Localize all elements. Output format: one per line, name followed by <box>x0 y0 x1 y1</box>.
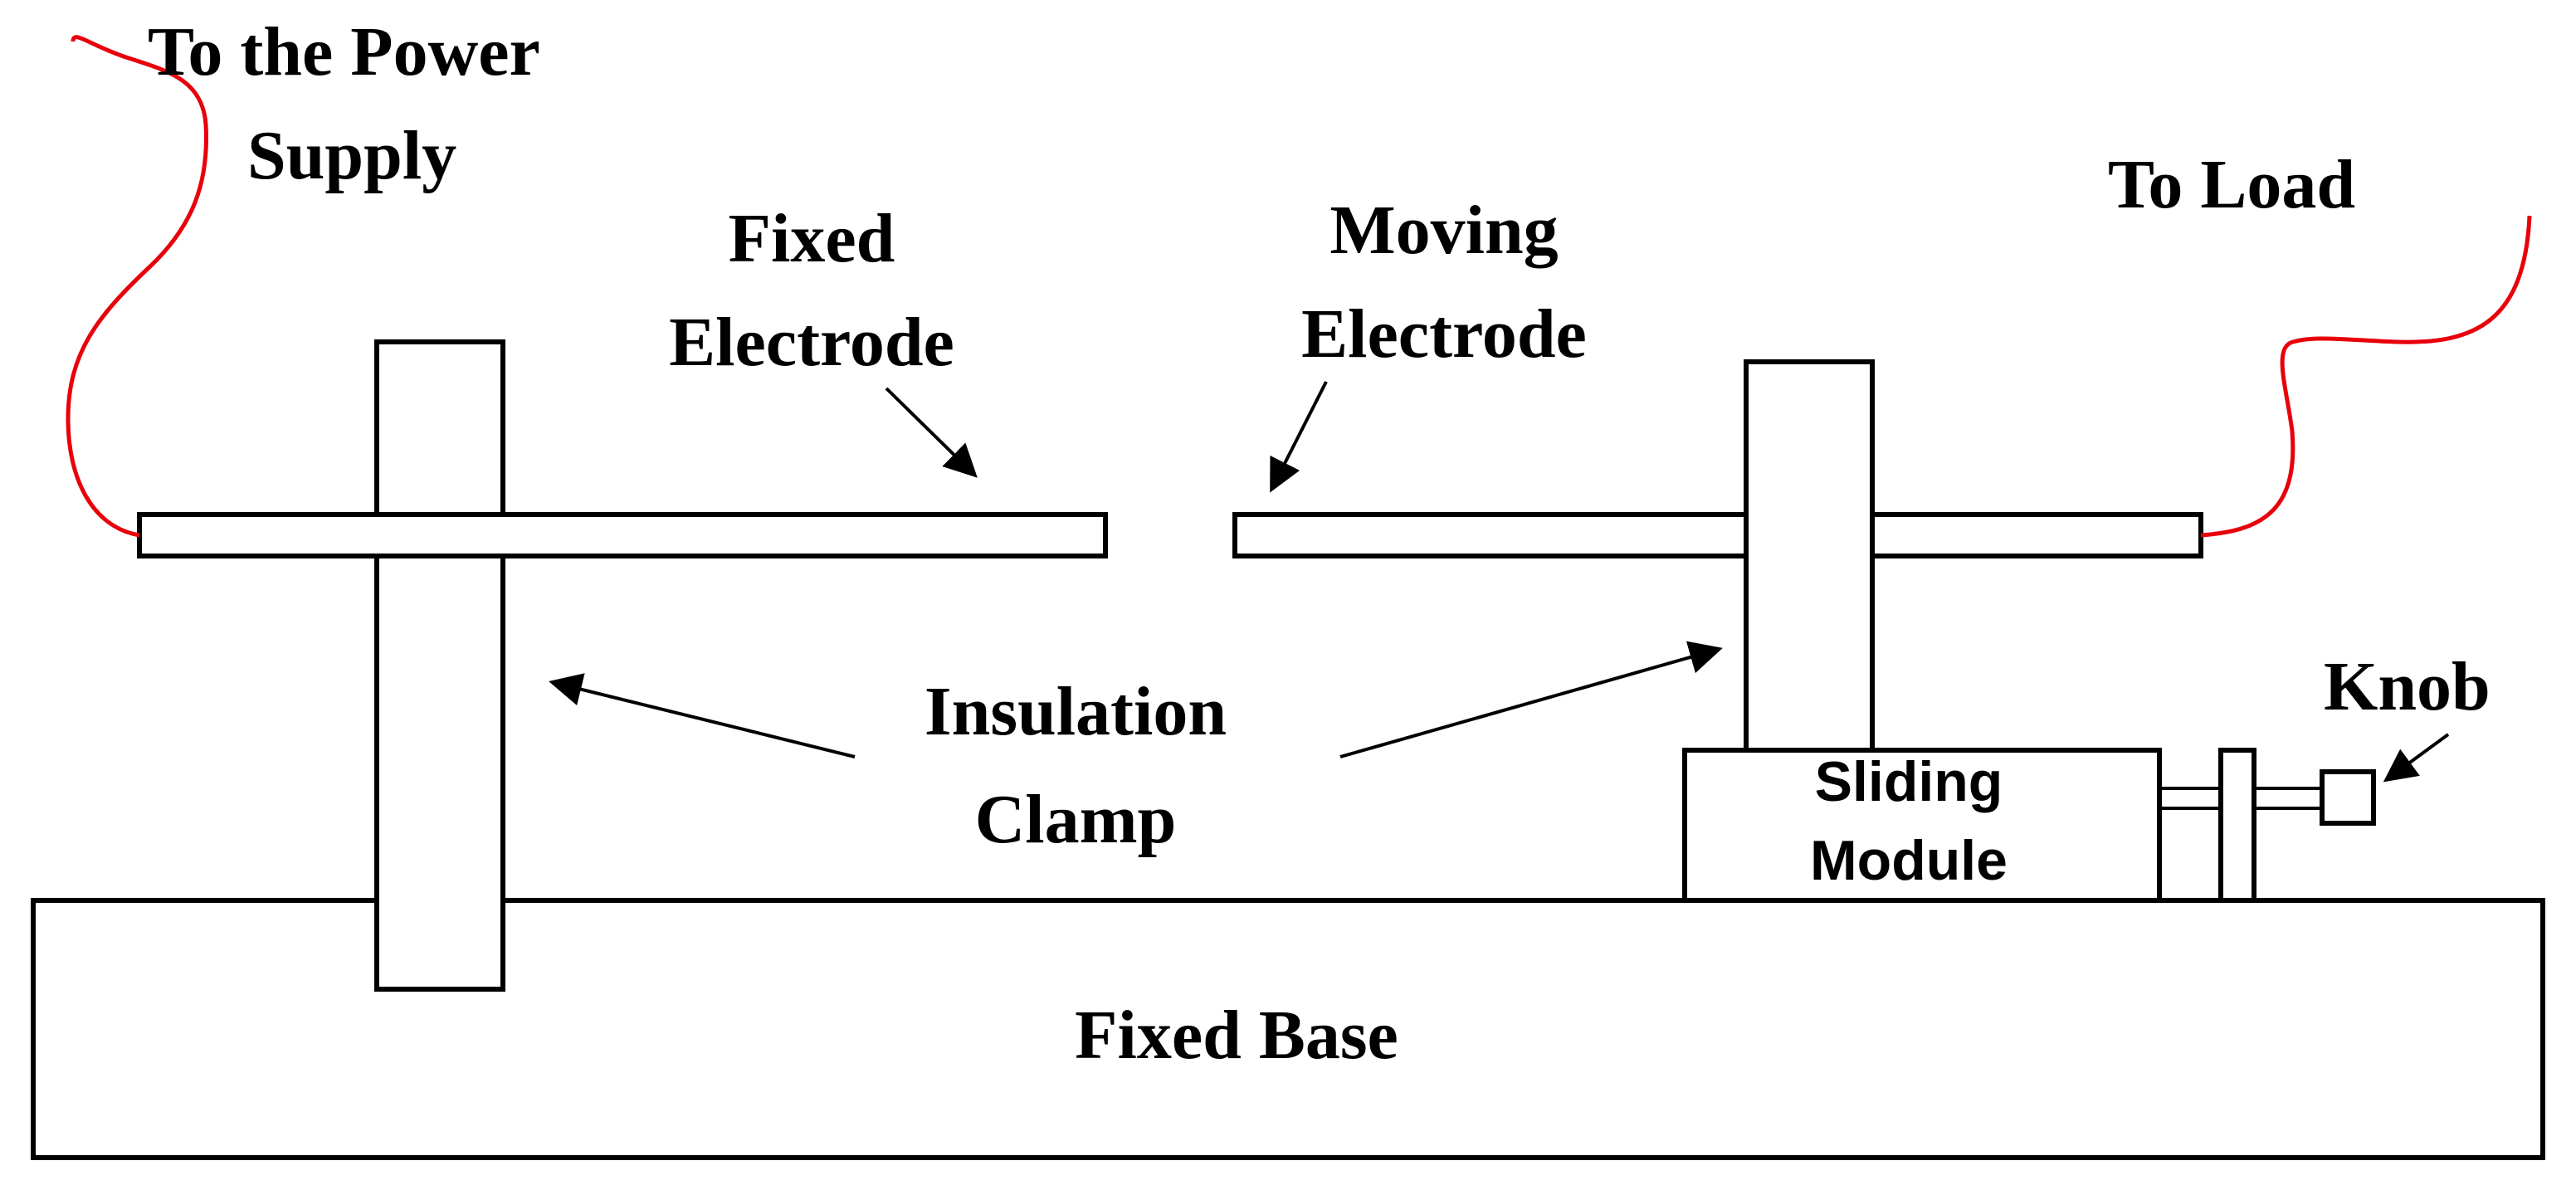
fixed-electrode-label-line2: Electrode <box>669 304 954 381</box>
moving-electrode-bar <box>1232 512 2203 558</box>
moving-electrode-label-line2: Electrode <box>1301 295 1587 373</box>
power-supply-wire <box>66 35 208 538</box>
sliding-module-label-line1: Sliding <box>1815 750 2003 813</box>
moving-electrode-label-line1: Moving <box>1329 192 1558 269</box>
moving-electrode-arrow <box>1270 381 1328 493</box>
insulation-clamp-right-arrow <box>1339 641 1723 758</box>
power-supply-label-line2: Supply <box>247 117 456 194</box>
sliding-module <box>1682 748 2162 903</box>
to-load-label: To Load <box>2108 146 2355 223</box>
knob-label: Knob <box>2324 648 2491 725</box>
fixed-electrode-label-line1: Fixed <box>729 200 895 277</box>
knob <box>2320 769 2376 826</box>
support-plate <box>2218 748 2256 903</box>
fixed-electrode-bar <box>137 512 1108 558</box>
knob-arrow <box>2383 733 2450 783</box>
fixed-electrode-arrow <box>885 387 978 478</box>
left-insulation-clamp <box>374 339 505 992</box>
insulation-clamp-label-line1: Insulation <box>925 673 1227 750</box>
load-wire <box>2200 215 2532 538</box>
sliding-module-label-line2: Module <box>1810 829 2008 892</box>
power-supply-label-line1: To the Power <box>148 13 540 90</box>
insulation-clamp-label-line2: Clamp <box>975 781 1177 858</box>
fixed-base-label: Fixed Base <box>1075 997 1398 1074</box>
right-insulation-clamp <box>1744 359 1875 753</box>
insulation-clamp-left-arrow <box>549 673 856 758</box>
